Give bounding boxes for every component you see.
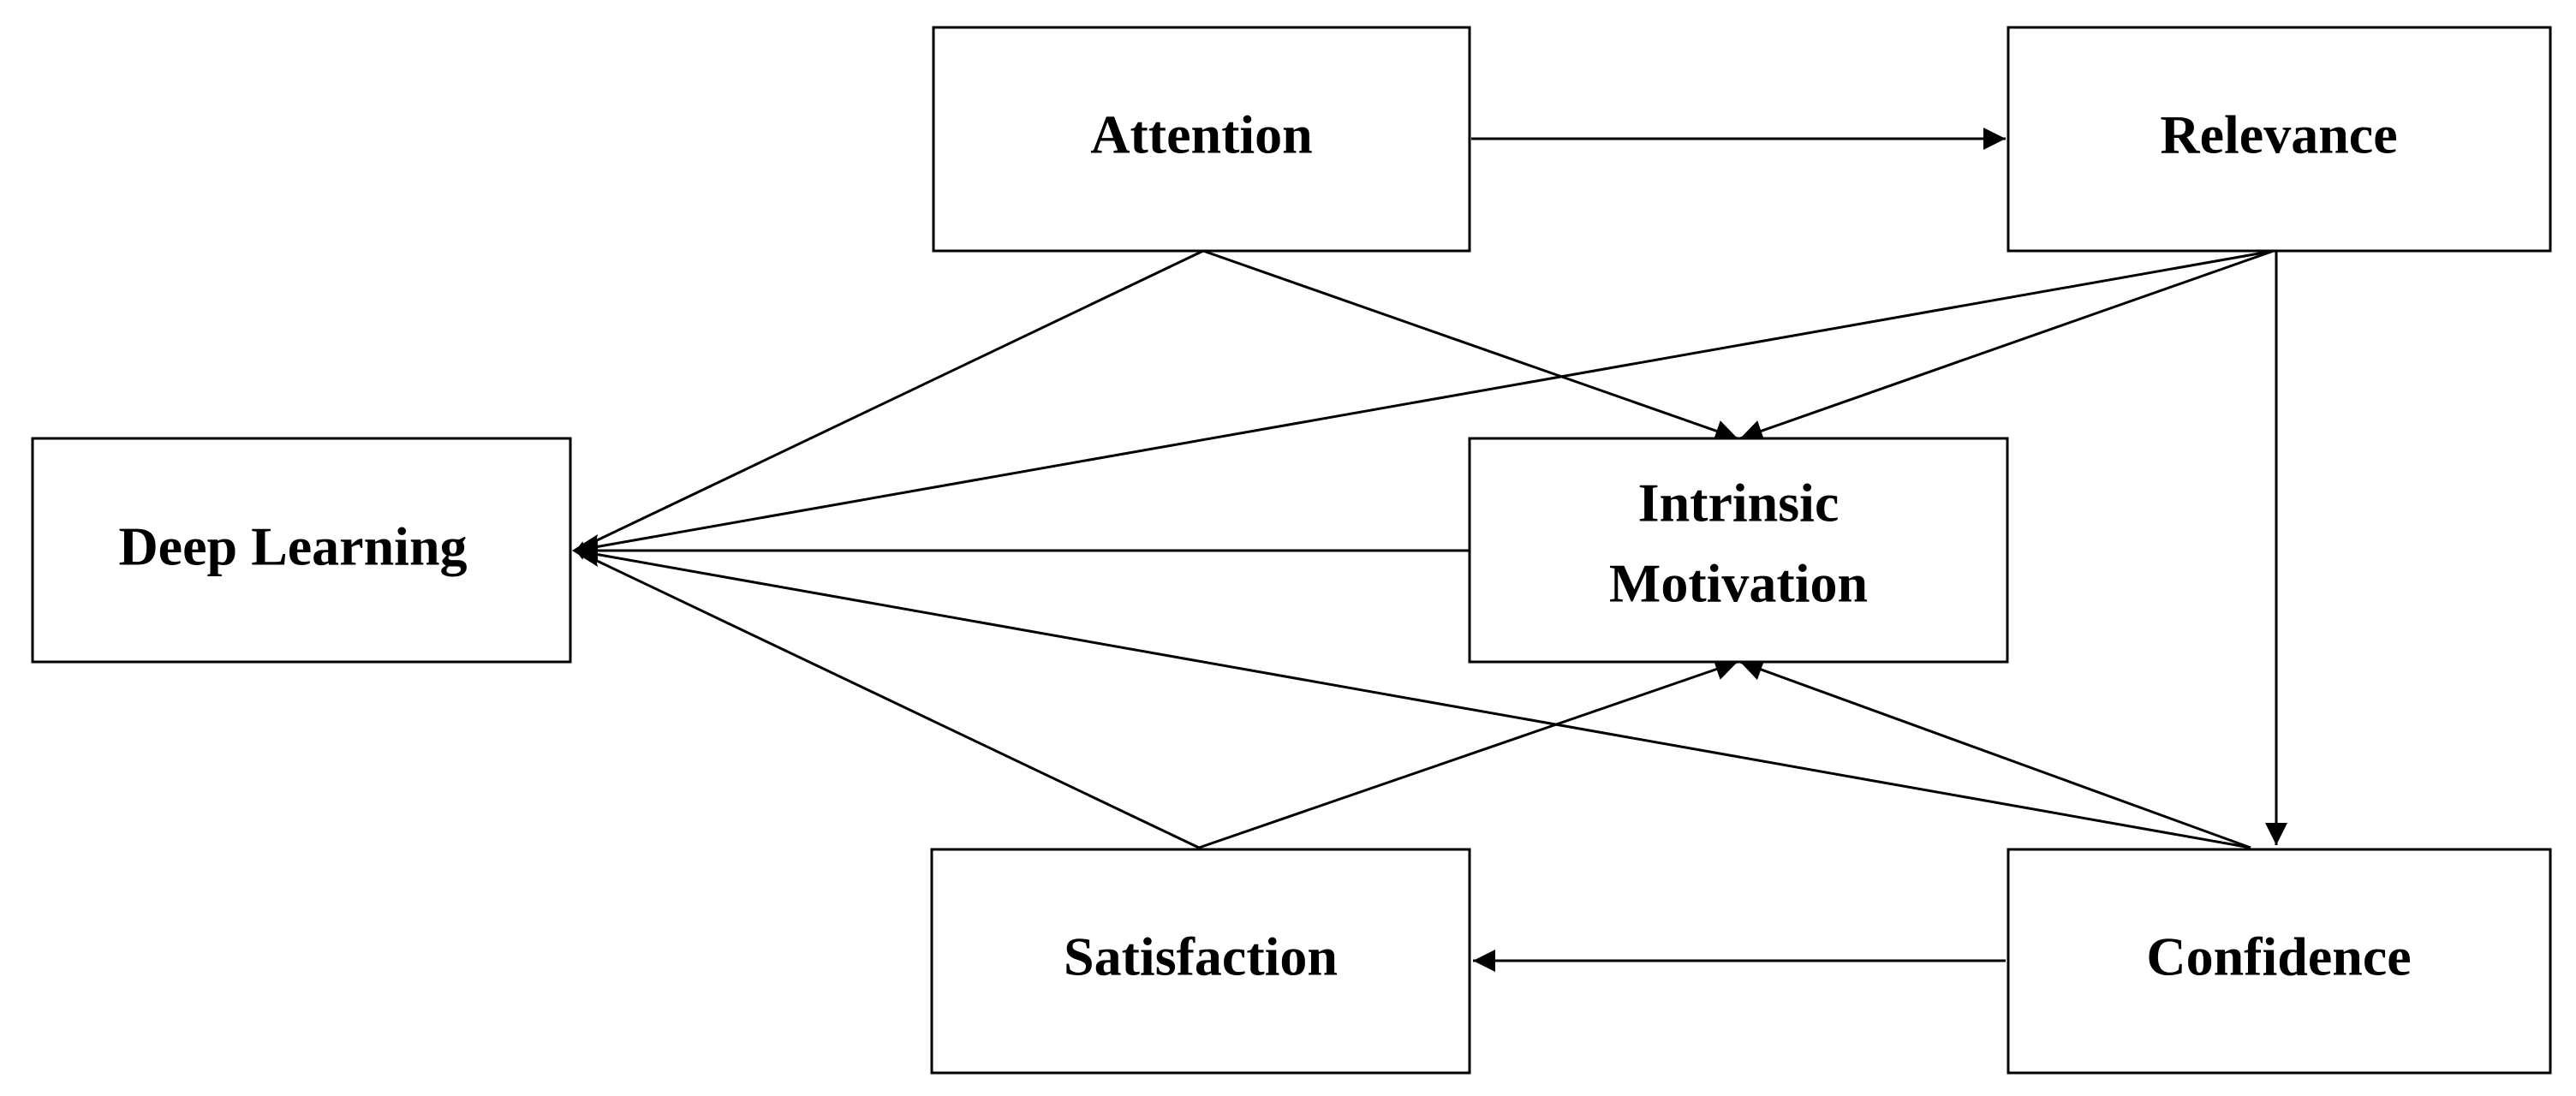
deep-learning-box xyxy=(31,437,572,664)
deep-learning-label: Deep Learning xyxy=(118,516,467,577)
node-attention: Attention xyxy=(932,26,1471,253)
satisfaction-box xyxy=(930,848,1471,1075)
deep-learning-arrow-cluster xyxy=(572,534,598,567)
intrinsic-motivation-box xyxy=(1468,437,2009,664)
edges xyxy=(572,128,2287,972)
relevance-box xyxy=(2007,26,2552,253)
edge-attention-to-intrinsic-motivation xyxy=(1202,249,1738,442)
confidence-box xyxy=(2007,848,2552,1075)
attention-label: Attention xyxy=(1090,104,1313,165)
edge-attention-to-deep-learning xyxy=(575,249,1204,552)
node-confidence: Confidence xyxy=(2007,848,2552,1075)
relevance-label: Relevance xyxy=(2160,104,2397,165)
confidence-label: Confidence xyxy=(2146,926,2411,987)
intrinsic-motivation-label-line2: Motivation xyxy=(1609,553,1868,614)
node-satisfaction: Satisfaction xyxy=(930,848,1471,1075)
edge-satisfaction-to-intrinsic-motivation xyxy=(1198,658,1738,849)
edge-relevance-to-intrinsic-motivation xyxy=(1739,249,2275,442)
node-deep-learning: Deep Learning xyxy=(31,437,572,664)
edge-confidence-to-intrinsic-motivation xyxy=(1739,658,2251,849)
satisfaction-label: Satisfaction xyxy=(1064,926,1338,987)
intrinsic-motivation-label-line1: Intrinsic xyxy=(1638,473,1840,533)
edge-relevance-to-deep-learning xyxy=(575,249,2275,554)
edge-confidence-to-deep-learning xyxy=(575,547,2251,849)
node-intrinsic-motivation: Intrinsic Motivation xyxy=(1468,437,2009,664)
node-relevance: Relevance xyxy=(2007,26,2552,253)
edge-satisfaction-to-deep-learning xyxy=(575,549,1200,849)
attention-box xyxy=(932,26,1471,253)
